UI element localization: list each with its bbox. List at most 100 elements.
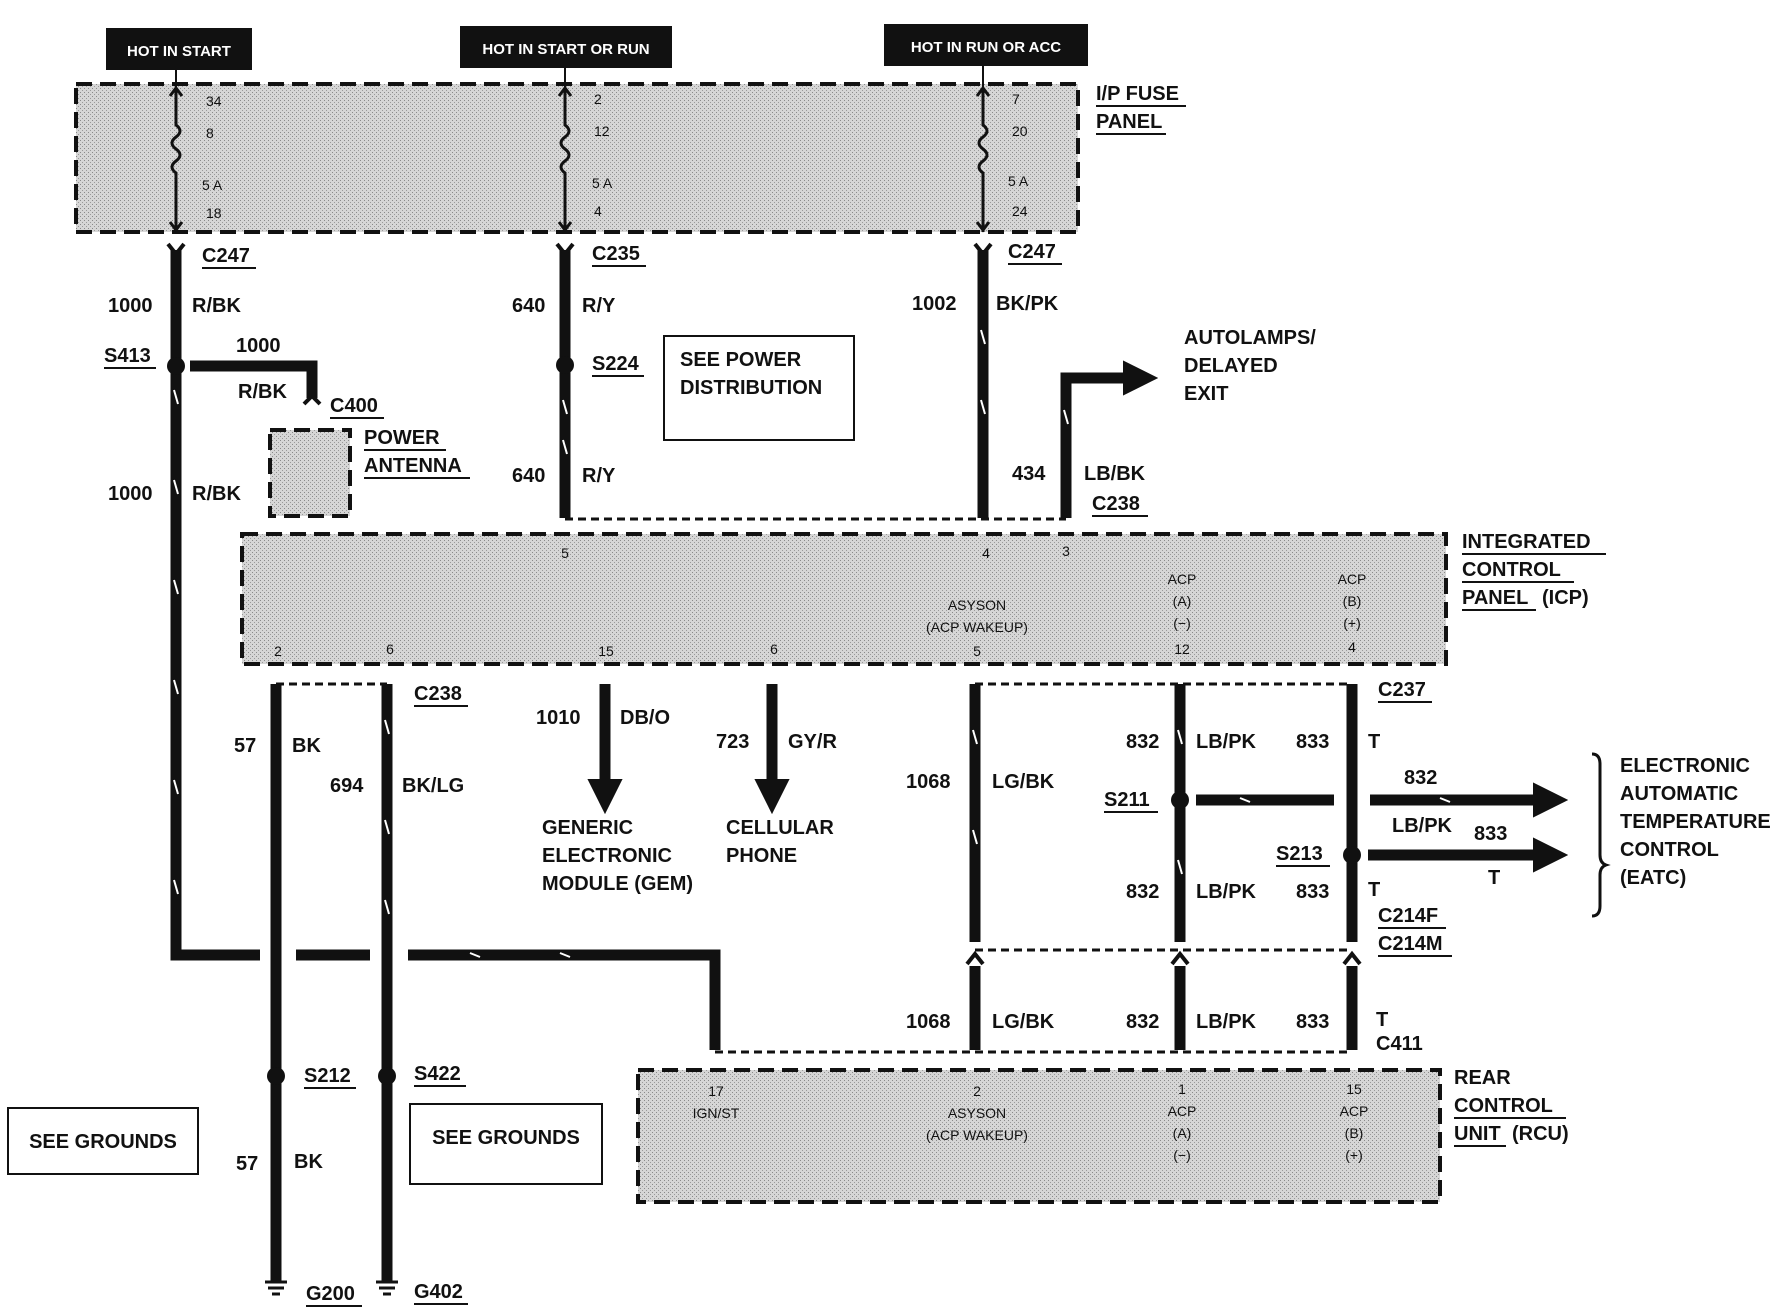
- rcu-pin-17: 17: [708, 1083, 724, 1099]
- ground-label-g402: G402: [414, 1281, 463, 1303]
- eatc-bracket: [1591, 752, 1611, 918]
- wire-color-833-a: T: [1368, 731, 1380, 753]
- wire-color-1000-a: R/BK: [192, 295, 241, 317]
- eatc-label-4: CONTROL: [1620, 839, 1719, 861]
- wire-label-640-b: 640: [512, 465, 545, 487]
- icp-acp-a: ACP: [1168, 571, 1197, 587]
- wire-833: [1342, 684, 1362, 1050]
- wire-color-1000-branch: R/BK: [238, 381, 287, 403]
- autolamps-label-2: DELAYED: [1184, 355, 1278, 377]
- power-antenna-module: [268, 428, 352, 518]
- header-hot-start: HOT IN START: [106, 28, 252, 70]
- connector-c247-right: C247: [1008, 241, 1056, 263]
- svg-text:HOT IN START OR RUN: HOT IN START OR RUN: [482, 41, 649, 58]
- icp-pin-4-bottom: 4: [1348, 639, 1356, 655]
- wire-1068: [965, 684, 985, 1050]
- wire-color-832-eatc: LB/PK: [1392, 815, 1453, 837]
- icp-title-1: INTEGRATED: [1462, 531, 1591, 553]
- see-grounds-box-left: [7, 1107, 199, 1175]
- rcu-acp-b-sub: (B): [1345, 1125, 1364, 1141]
- svg-text:12: 12: [594, 123, 610, 139]
- wire-label-57-a: 57: [234, 735, 256, 757]
- wire-832: [1170, 684, 1190, 1050]
- splice-label-s224: S224: [592, 353, 640, 375]
- wire-label-833-eatc: 833: [1474, 823, 1507, 845]
- connector-c411: C411: [1376, 1033, 1423, 1055]
- wire-label-1000-a: 1000: [108, 295, 153, 317]
- rear-control-unit: [636, 1068, 1442, 1204]
- icp-pin-6b: 6: [770, 641, 778, 657]
- gem-label-2: ELECTRONIC: [542, 845, 672, 867]
- wire-color-833-eatc: T: [1488, 867, 1500, 889]
- wire-label-833-b: 833: [1296, 881, 1329, 903]
- autolamps-label-3: EXIT: [1184, 383, 1228, 405]
- gem-label-3: MODULE (GEM): [542, 873, 693, 895]
- splice-s212: [267, 1067, 285, 1085]
- wire-color-832-c: LB/PK: [1196, 1011, 1257, 1033]
- eatc-label-1: ELECTRONIC: [1620, 755, 1750, 777]
- splice-label-s211: S211: [1104, 789, 1150, 811]
- wire-color-833-b: T: [1368, 879, 1380, 901]
- wire-color-832-a: LB/PK: [1196, 731, 1257, 753]
- icp-asyson: ASYSON: [948, 597, 1006, 613]
- wire-label-1000-branch: 1000: [236, 335, 281, 357]
- connector-c238-top: C238: [1092, 493, 1140, 515]
- wire-label-640-a: 640: [512, 295, 545, 317]
- wire-label-832-b: 832: [1126, 881, 1159, 903]
- svg-text:5 A: 5 A: [202, 177, 223, 193]
- power-antenna-label: POWER: [364, 427, 440, 449]
- wire-label-1002: 1002: [912, 293, 957, 315]
- icp-acp-b: ACP: [1338, 571, 1367, 587]
- cellular-label-1: CELLULAR: [726, 817, 834, 839]
- autolamps-label-1: AUTOLAMPS/: [1184, 327, 1316, 349]
- wire-color-1000-b: R/BK: [192, 483, 241, 505]
- power-antenna-label-2: ANTENNA: [364, 455, 462, 477]
- icp-acp-b-sign: (+): [1343, 615, 1361, 631]
- see-power-text-2: DISTRIBUTION: [680, 377, 822, 399]
- gem-label-1: GENERIC: [542, 817, 633, 839]
- icp-pin-12: 12: [1174, 641, 1190, 657]
- eatc-label-2: AUTOMATIC: [1620, 783, 1738, 805]
- wire-color-1002: BK/PK: [996, 293, 1059, 315]
- wire-1002: [973, 242, 993, 518]
- wire-434: [1060, 360, 1159, 518]
- icp-acp-a-sub: (A): [1173, 593, 1192, 609]
- icp-pin-2: 2: [274, 643, 282, 659]
- fuse-12: 2 12 5 A 4: [557, 68, 613, 233]
- splice-label-s422: S422: [414, 1063, 461, 1085]
- svg-text:I/P FUSE: I/P FUSE: [1096, 83, 1179, 105]
- see-power-distribution-box: [663, 335, 855, 441]
- splice-s224: [556, 356, 574, 374]
- svg-text:18: 18: [206, 205, 222, 221]
- splice-s213: [1343, 846, 1361, 864]
- rcu-acp-a-sub: (A): [1173, 1125, 1192, 1141]
- integrated-control-panel: [240, 532, 1448, 666]
- svg-text:PANEL: PANEL: [1096, 111, 1162, 133]
- icp-title-2: CONTROL: [1462, 559, 1561, 581]
- svg-text:2: 2: [594, 91, 602, 107]
- header-hot-run-acc: HOT IN RUN OR ACC: [884, 24, 1088, 66]
- rcu-title-1: REAR: [1454, 1067, 1511, 1089]
- wire-color-1010: DB/O: [620, 707, 670, 729]
- wire-label-832-eatc: 832: [1404, 767, 1437, 789]
- wire-label-1068-b: 1068: [906, 1011, 951, 1033]
- wire-label-694: 694: [330, 775, 364, 797]
- rcu-acp-wakeup: (ACP WAKEUP): [926, 1127, 1028, 1143]
- icp-title-3: PANEL: [1462, 587, 1528, 609]
- rcu-pin-2: 2: [973, 1083, 981, 1099]
- wire-color-1068-a: LG/BK: [992, 771, 1055, 793]
- icp-acp-a-sign: (−): [1173, 615, 1191, 631]
- svg-text:HOT IN START: HOT IN START: [127, 43, 231, 60]
- icp-pin-5-bottom: 5: [973, 643, 981, 659]
- splice-label-s213: S213: [1276, 843, 1323, 865]
- svg-text:24: 24: [1012, 203, 1028, 219]
- svg-text:20: 20: [1012, 123, 1028, 139]
- rcu-acp-b-sign: (+): [1345, 1147, 1363, 1163]
- wire-color-694: BK/LG: [402, 775, 464, 797]
- icp-acp-wakeup: (ACP WAKEUP): [926, 619, 1028, 635]
- wire-label-832-c: 832: [1126, 1011, 1159, 1033]
- wire-color-723: GY/R: [788, 731, 837, 753]
- fuse-20: 7 20 5 A 24: [975, 66, 1029, 233]
